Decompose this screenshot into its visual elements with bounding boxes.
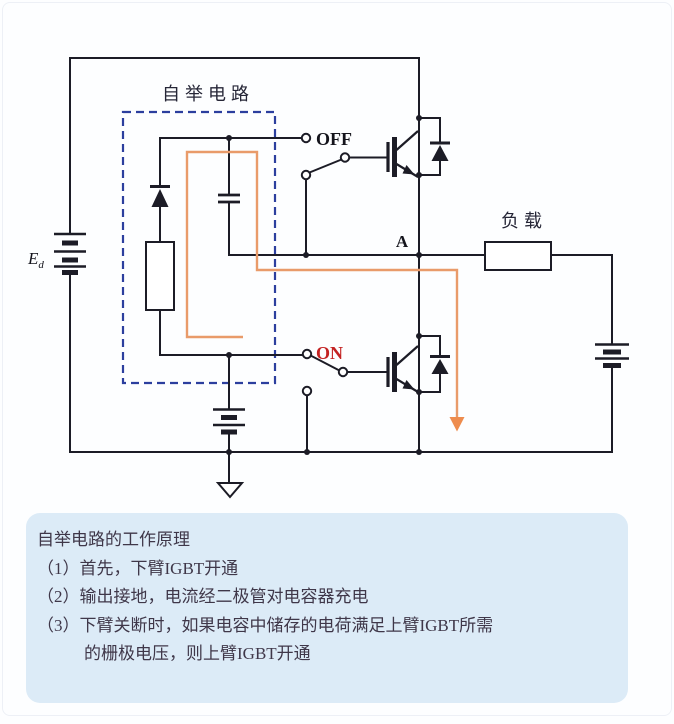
driver-battery <box>213 354 245 484</box>
explanation-panel: 自举电路的工作原理 （1）首先，下臂IGBT开通 （2）输出接地，电流经二极管对… <box>26 513 628 703</box>
bootstrap-diode <box>150 137 170 243</box>
bottom-rail-wire <box>69 273 613 453</box>
lower-gate-switch-on <box>301 348 387 453</box>
load-to-battery-wire <box>550 254 613 345</box>
upper-freewheel-diode <box>418 117 450 176</box>
ground-symbol <box>215 482 245 499</box>
junction-dots <box>226 115 422 455</box>
dc-source-label: Ed <box>27 249 44 271</box>
bootstrap-circuit-diagram: Ed 自举电路 <box>27 57 629 499</box>
load-battery <box>595 343 629 368</box>
explanation-step-2: （2）输出接地，电流经二极管对电容器充电 <box>37 587 369 606</box>
charging-current-path <box>185 150 465 432</box>
explanation-step-1: （1）首先，下臂IGBT开通 <box>37 558 239 578</box>
upper-igbt <box>386 130 419 178</box>
bootstrap-dashed-box <box>121 110 277 385</box>
gate-resistor <box>145 241 175 311</box>
on-label: ON <box>316 343 343 363</box>
dc-source-ed <box>54 232 86 275</box>
load-resistor <box>484 241 552 271</box>
load-label: 负载 <box>501 211 547 231</box>
current-arrowhead <box>449 417 465 432</box>
explanation-title: 自举电路的工作原理 <box>37 530 190 549</box>
bootstrap-box-label: 自举电路 <box>162 84 254 104</box>
bootstrap-capacitor <box>218 137 240 204</box>
explanation-step-3-continued: 的栅极电压，则上臂IGBT开通 <box>84 644 311 663</box>
node-a-wire <box>228 201 486 256</box>
explanation-step-3: （3）下臂关断时，如果电容中储存的电荷满足上臂IGBT所需 <box>37 615 494 635</box>
top-bus-wire <box>69 57 420 234</box>
off-label: OFF <box>316 129 352 149</box>
lower-igbt <box>386 345 419 393</box>
lower-freewheel-diode <box>418 335 450 393</box>
upper-gate-switch-off <box>300 132 387 256</box>
node-a-label: A <box>396 232 409 251</box>
